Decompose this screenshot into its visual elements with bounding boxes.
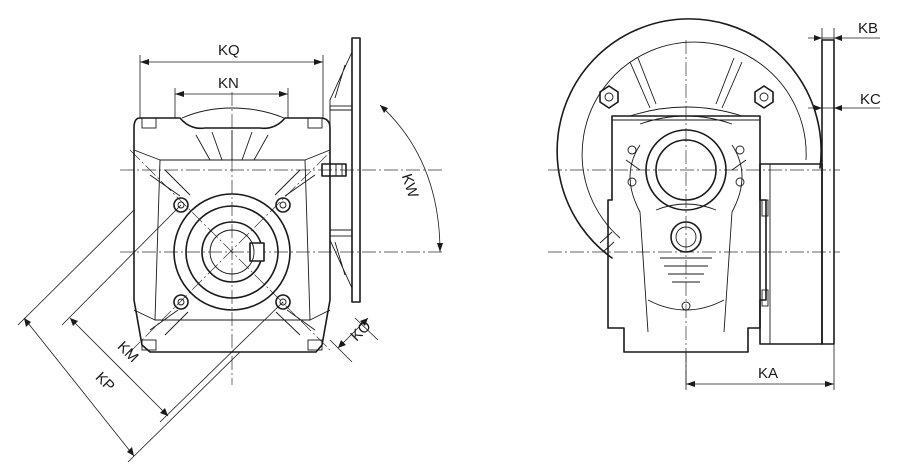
kb-arrow-a: [814, 35, 822, 41]
bolt-hole-tr-inner: [279, 201, 287, 209]
flange-hex-left-hole: [604, 92, 614, 102]
flange-hex-left: [599, 85, 619, 109]
side-bolt-5: [681, 301, 691, 311]
side-bolt-3: [627, 177, 637, 187]
round-flange: [556, 18, 822, 259]
pad-bottom-right: [307, 339, 323, 351]
flange-gusset-lower: [329, 229, 353, 289]
km-label: KM: [114, 338, 142, 366]
worm-housing-dome: [181, 107, 285, 119]
kp-ext-b: [127, 351, 241, 463]
kp-label: KP: [92, 369, 118, 395]
flange-neck: [329, 105, 353, 237]
worm-housing-ribs: [195, 130, 269, 161]
bolt-hole-tl-inner: [177, 201, 185, 209]
bolt-hole-br: [275, 294, 291, 310]
km-line: [69, 317, 169, 417]
ka-arrow-a: [686, 381, 695, 387]
side-tab-2: [761, 289, 769, 307]
bore-inner: [209, 229, 255, 275]
side-cast-ribs: [625, 144, 747, 333]
kw-arrow-top: [380, 105, 388, 113]
side-view: KB KC KA: [548, 18, 881, 390]
kw-arrow-bottom: [437, 243, 443, 252]
flange-hex-right-hole: [759, 92, 769, 102]
kn-label: KN: [218, 75, 239, 92]
kp-arrow-a: [24, 318, 31, 327]
kw-arc: [379, 104, 441, 253]
km-arrow-b: [160, 408, 168, 416]
side-bolt-1: [627, 145, 637, 155]
keyway: [249, 242, 265, 262]
dim-kc: KC: [808, 91, 881, 111]
kn-arrow-right: [279, 91, 288, 97]
diagonal-centerline-b: [129, 151, 331, 353]
kq-arrow-left: [140, 59, 149, 65]
kw-label: KW: [398, 172, 422, 201]
kq-label: KQ: [218, 42, 240, 59]
kc-label: KC: [860, 91, 881, 108]
flange-slots: [599, 57, 743, 253]
flange-hex-right: [754, 85, 774, 109]
km-arrow-a: [70, 318, 78, 326]
diagonal-ribs: [149, 169, 316, 336]
km-ext-a: [61, 204, 182, 326]
bolt-hole-tl: [173, 197, 189, 213]
ko-line-a: [329, 339, 353, 363]
inner-body-chamfers: [133, 149, 331, 321]
dim-ka: KA: [685, 344, 835, 390]
kp-line: [23, 317, 135, 457]
flange-rim: [821, 39, 835, 345]
side-housing: [607, 115, 767, 353]
pad-top-left: [141, 117, 157, 129]
kp-ext-a: [17, 209, 135, 326]
dim-kb: KB: [808, 20, 880, 41]
ko-arrow-b: [360, 318, 368, 326]
side-tab-1: [761, 199, 769, 217]
dim-kp: KP: [17, 209, 241, 463]
km-ext-b: [159, 301, 284, 423]
side-cover: [759, 163, 823, 345]
kn-arrow-left: [175, 91, 184, 97]
side-bolt-4: [735, 177, 745, 187]
input-shaft-stub: [321, 163, 347, 177]
dim-kq: KQ: [139, 42, 324, 118]
upper-bore-outer: [645, 129, 727, 211]
ka-arrow-b: [825, 381, 834, 387]
dim-kn: KN: [174, 75, 289, 118]
ka-label: KA: [758, 365, 778, 382]
dim-kw: KW: [379, 104, 443, 253]
ko-arrow-a: [338, 340, 346, 348]
side-bolt-2: [735, 145, 745, 155]
dim-ko: KO: [329, 317, 379, 363]
kq-arrow-right: [314, 59, 323, 65]
round-flange-inner: [581, 41, 807, 239]
bolt-hole-bl-inner: [177, 298, 185, 306]
pad-top-right: [307, 117, 323, 129]
upper-bore: [655, 139, 717, 201]
lower-bore-outer: [670, 221, 702, 253]
diagonal-centerline-a: [129, 149, 331, 351]
side-housing-dome: [639, 115, 733, 125]
output-hub-outer: [173, 193, 291, 311]
bolt-hole-br-inner: [279, 298, 287, 306]
ko-label: KO: [347, 317, 374, 344]
bolt-hole-bl: [173, 294, 189, 310]
output-hub-mid: [185, 205, 279, 299]
kb-arrow-b: [834, 35, 842, 41]
side-housing-top-rib: [612, 106, 760, 121]
front-view: KQ KN KW KO: [17, 37, 445, 463]
kc-arrow-a: [814, 105, 822, 111]
pad-bottom-left: [141, 339, 157, 351]
flange-gusset-upper: [329, 51, 353, 111]
kp-arrow-b: [127, 447, 134, 456]
ko-line-b: [354, 317, 379, 341]
bolt-hole-tr: [275, 197, 291, 213]
lower-bore-inner: [675, 226, 697, 248]
kc-arrow-b: [834, 105, 842, 111]
kb-label: KB: [858, 20, 878, 37]
